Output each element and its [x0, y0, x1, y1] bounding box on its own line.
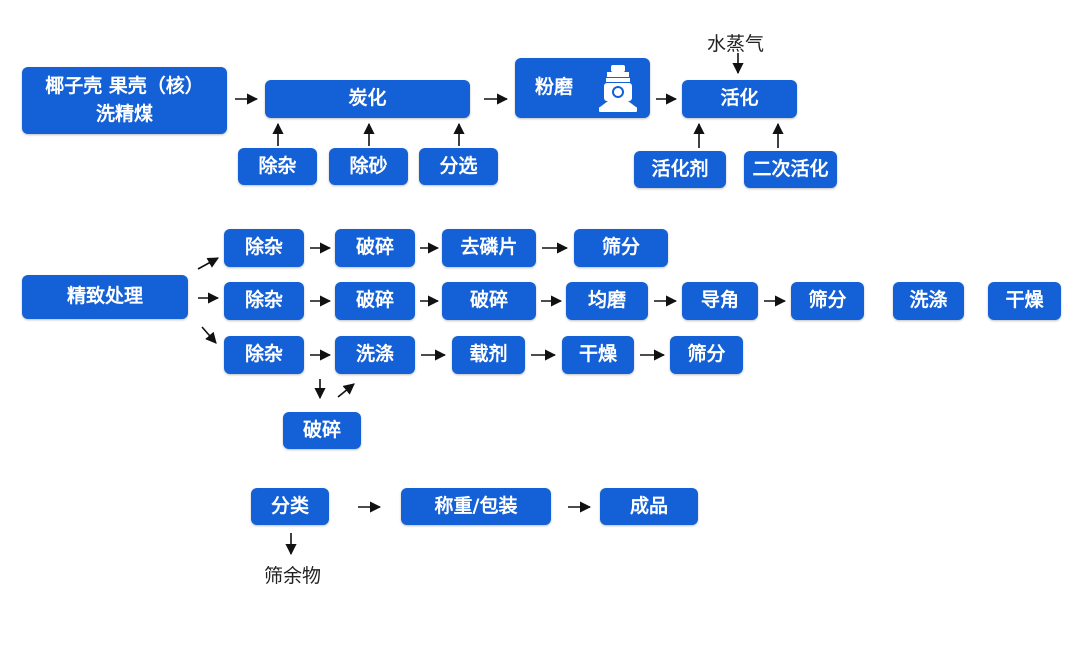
- sorting-node: 分选: [419, 148, 498, 185]
- branch-b-step-2: 破碎: [335, 282, 415, 320]
- branch-b-step-4: 均磨: [566, 282, 648, 320]
- branch-a-step-2: 破碎: [335, 229, 415, 267]
- grinding-node: 粉磨: [515, 58, 650, 118]
- arrow-to-branch-c: [201, 326, 217, 344]
- classify-node: 分类: [251, 488, 329, 525]
- branch-b-step-6: 筛分: [791, 282, 864, 320]
- steam-label: 水蒸气: [707, 33, 765, 55]
- branch-c-step-1: 除杂: [224, 336, 304, 374]
- weigh-pack-node: 称重/包装: [401, 488, 551, 525]
- branch-b-step-7: 洗涤: [893, 282, 964, 320]
- raw-material-node: 椰子壳 果壳（核） 洗精煤: [22, 67, 227, 134]
- branch-c-step-3: 载剂: [452, 336, 525, 374]
- branch-a-step-1: 除杂: [224, 229, 304, 267]
- branch-a-step-3: 去磷片: [442, 229, 536, 267]
- arrow-c-up: [337, 383, 355, 398]
- branch-c-crush-node: 破碎: [283, 412, 361, 449]
- branch-c-step-2: 洗涤: [335, 336, 415, 374]
- activator-node: 活化剂: [634, 151, 726, 188]
- branch-c-step-5: 筛分: [670, 336, 743, 374]
- secondary-activation-node: 二次活化: [744, 151, 837, 188]
- branch-b-step-5: 导角: [682, 282, 758, 320]
- product-node: 成品: [600, 488, 698, 525]
- residue-label: 筛余物: [264, 565, 322, 587]
- branch-b-step-1: 除杂: [224, 282, 304, 320]
- carbonize-node: 炭化: [265, 80, 470, 118]
- sand-removal-node: 除砂: [329, 148, 408, 185]
- activation-node: 活化: [682, 80, 797, 118]
- branch-b-step-3: 破碎: [442, 282, 536, 320]
- impurity-removal-node: 除杂: [238, 148, 317, 185]
- branch-b-step-8: 干燥: [988, 282, 1061, 320]
- arrow-to-branch-a: [197, 257, 219, 270]
- grinding-label: 粉磨: [535, 76, 574, 99]
- grinder-machine-icon: [599, 65, 637, 112]
- branch-a-step-4: 筛分: [574, 229, 668, 267]
- fine-processing-node: 精致处理: [22, 275, 188, 319]
- branch-c-step-4: 干燥: [562, 336, 634, 374]
